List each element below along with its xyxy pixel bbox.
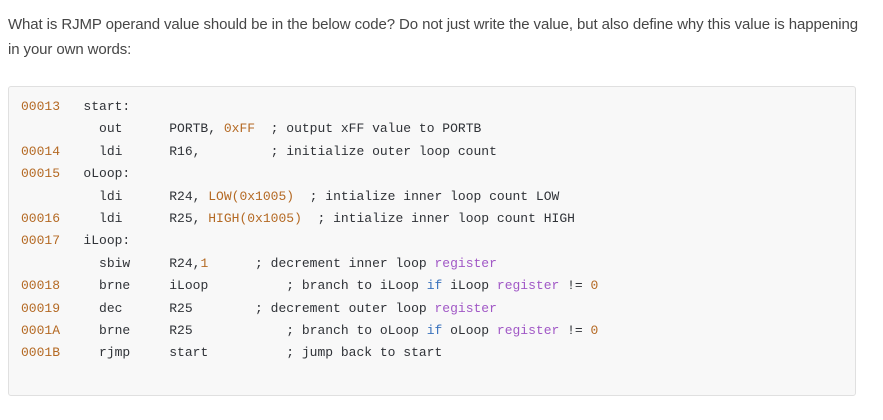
code-line: 0001A brne R25 ; branch to oLoop if oLoo… [21, 323, 599, 339]
code-line: 00016 ldi R25, HIGH(0x1005) ; intialize … [21, 211, 575, 227]
code-line: 0001B rjmp start ; jump back to start [21, 345, 443, 361]
code-line: 00015 oLoop: [21, 166, 131, 182]
page: { "question": { "text": "What is RJMP op… [0, 12, 883, 420]
code-line: out PORTB, 0xFF ; output xFF value to PO… [21, 121, 482, 137]
code-content: 00013 start: out PORTB, 0xFF ; output xF… [21, 99, 598, 360]
code-block: 00013 start: out PORTB, 0xFF ; output xF… [8, 86, 856, 396]
code-line: 00018 brne iLoop ; branch to iLoop if iL… [21, 278, 599, 294]
code-line: 00014 ldi R16, ; initialize outer loop c… [21, 143, 497, 159]
question-text: What is RJMP operand value should be in … [8, 16, 858, 58]
code-line: 00013 start: [21, 99, 131, 114]
code-line: 00017 iLoop: [21, 233, 131, 249]
code-line: sbiw R24,1 ; decrement inner loop regist… [21, 255, 497, 271]
code-line: 00019 dec R25 ; decrement outer loop reg… [21, 300, 497, 316]
code-line: ldi R24, LOW(0x1005) ; intialize inner l… [21, 188, 560, 204]
